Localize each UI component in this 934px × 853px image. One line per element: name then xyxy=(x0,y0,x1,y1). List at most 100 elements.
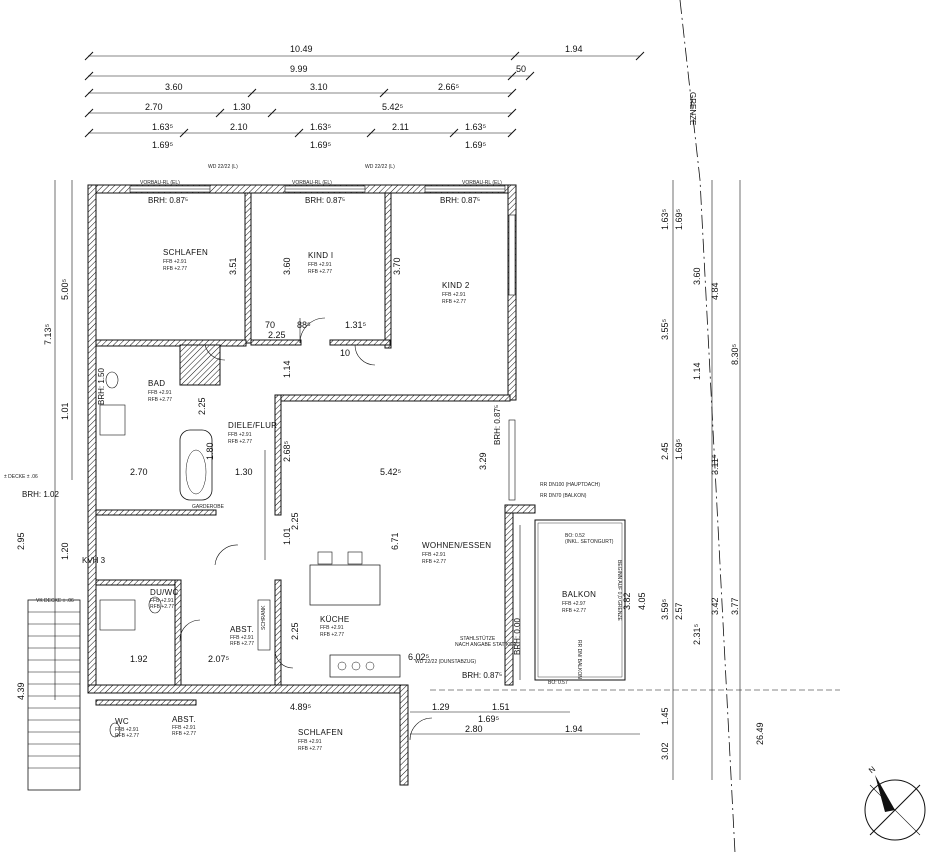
right-dim: 2.45 xyxy=(660,442,670,460)
bottom-dim: 2.80 xyxy=(465,724,483,734)
inner-dim: 1.14 xyxy=(282,360,292,378)
inner-dim: 3.51 xyxy=(228,257,238,275)
right-dim: 3.11⁵ xyxy=(710,454,720,475)
left-dim: 1.01 xyxy=(60,402,70,420)
dim-kind2-width: 2.66⁵ xyxy=(438,82,460,92)
dim-wall-50: 50 xyxy=(516,64,526,74)
rr-dn-label: RR DN100 (HAUPTDACH) xyxy=(540,482,600,488)
left-dim: 1.20 xyxy=(60,542,70,560)
room-ffb: FFB +2.91 xyxy=(230,635,254,641)
inner-dim: 1.31⁵ xyxy=(345,320,367,330)
inner-dim: 1.80 xyxy=(205,442,215,460)
inner-dim: 2.25 xyxy=(197,397,207,415)
room-name: WC xyxy=(115,717,129,726)
room-ffb: FFB +2.91 xyxy=(442,292,466,298)
bo-oben-label: BO: 0.52 xyxy=(565,533,585,539)
right-dim: 3.55⁵ xyxy=(660,318,670,340)
left-dim: 7.13⁵ xyxy=(43,323,53,345)
right-dim: 3.02 xyxy=(660,742,670,760)
inner-dim: 2.70 xyxy=(130,467,148,477)
inner-dim: 5.42⁵ xyxy=(380,467,402,477)
dim-win2: 1.63⁵ xyxy=(310,122,332,132)
stahlstuetze-sub: NACH ANGABE STATIKER xyxy=(455,642,517,648)
interior-walls xyxy=(95,192,511,706)
room-rfb: RFB +2.77 xyxy=(148,397,172,403)
left-dim: 2.95 xyxy=(16,532,26,550)
room-rfb: RFB +2.77 xyxy=(163,266,187,272)
room-ffb: FFB +2.91 xyxy=(115,727,139,733)
dim-schlafen-width: 3.60 xyxy=(165,82,183,92)
room-ffb: FFB +2.91 xyxy=(298,739,322,745)
room-ffb: FFB +2.91 xyxy=(148,390,172,396)
inner-dim: 2.25 xyxy=(290,512,300,530)
right-inner-dim: 3.60 xyxy=(692,267,702,285)
right-inner-dim: 3.82 xyxy=(622,592,632,610)
bottom-dimensions: 4.89⁵ 1.29 1.51 1.69⁵ 2.80 1.94 6.02⁵ xyxy=(290,652,640,735)
room-schlafen2: SCHLAFEN FFB +2.91 RFB +2.77 xyxy=(298,728,343,752)
balkon-area-label: (INKL. SETONGURT) xyxy=(565,539,614,545)
dim-win3-height: 1.69⁵ xyxy=(465,140,487,150)
room-name: ABST. xyxy=(172,715,196,724)
room-rfb: RFB +2.77 xyxy=(308,269,332,275)
brh-balkon: BRH: 0.00 xyxy=(513,618,522,655)
dim-total-width: 10.49 xyxy=(290,44,313,54)
bottom-dim: 1.51 xyxy=(492,702,510,712)
room-diele: DIELE/FLUR FFB +2.91 RFB +2.77 xyxy=(228,421,277,445)
dim-balkon-width: 1.94 xyxy=(565,44,583,54)
inner-dim: 2.07⁵ xyxy=(208,654,230,664)
right-dim: 1.63⁵ xyxy=(660,208,670,230)
dim-flur-width: 1.30 xyxy=(233,102,251,112)
inner-dim: 1.30 xyxy=(235,467,253,477)
kvh-label: KVH 3 xyxy=(82,556,106,565)
right-dim: 3.59⁵ xyxy=(660,598,670,620)
dim-win2-height: 1.69⁵ xyxy=(310,140,332,150)
right-dimensions: 1.63⁵ 1.69⁵ 3.55⁵ 8.30⁵ 4.84 1.69⁵ 2.45 … xyxy=(622,180,765,780)
balcony xyxy=(519,519,626,681)
right-inner-dim: 2.31⁵ xyxy=(692,623,702,645)
room-ffb: FFB +2.91 xyxy=(172,725,196,731)
vorbau-label-2: VORBAU-RL (EL) xyxy=(292,180,332,186)
room-rfb: RFB +2.77 xyxy=(172,731,196,737)
dim-kind1-width: 3.10 xyxy=(310,82,328,92)
dim-win3: 1.63⁵ xyxy=(465,122,487,132)
dim-pier1: 2.10 xyxy=(230,122,248,132)
inner-dim: 88⁵ xyxy=(297,320,311,330)
inner-dim: 2.68⁵ xyxy=(282,440,292,462)
brh-schlafen: BRH: 0.87⁵ xyxy=(148,196,188,205)
bottom-dim: 6.02⁵ xyxy=(408,652,430,662)
room-name: WOHNEN/ESSEN xyxy=(422,541,491,550)
room-rfb: RFB +2.77 xyxy=(298,746,322,752)
dim-wohnen-width: 5.42⁵ xyxy=(382,102,404,112)
vorbau-label-1: VORBAU-RL (EL) xyxy=(140,180,180,186)
room-balkon: BALKON FFB +2.97 RFB +2.77 xyxy=(562,590,596,614)
inner-dim: 3.29 xyxy=(478,452,488,470)
balkon-side-label: RR DN/ BALKON xyxy=(576,640,582,679)
brh-bottom: BRH: 0.87⁵ xyxy=(462,671,502,680)
room-wc2: WC FFB +2.91 RFB +2.77 xyxy=(115,717,139,739)
brh-wohnen: BRH: 0.87⁵ xyxy=(493,405,502,445)
inner-dim: 1.92 xyxy=(130,654,148,664)
schrank-label: SCHRANK xyxy=(261,605,267,630)
staircase xyxy=(27,599,81,791)
room-kind2: KIND 2 FFB +2.91 RFB +2.77 xyxy=(442,281,470,305)
wd-bottom-label: WD 22/22 (DUNSTABZUG) xyxy=(415,659,476,665)
room-ffb: FFB +2.91 xyxy=(228,432,252,438)
room-name: BAD xyxy=(148,379,165,388)
room-schlafen: SCHLAFEN FFB +2.91 RFB +2.77 xyxy=(163,248,208,272)
room-duwc: DU/WC FFB +2.91 RFB +2.77 xyxy=(150,588,179,610)
right-dim: 3.77 xyxy=(730,597,740,615)
annotations: BRH: 0.87⁵ BRH: 0.87⁵ BRH: 0.87⁵ BRH: 0.… xyxy=(4,164,622,686)
left-dimensions: 5.00⁵ 7.13⁵ 1.01 2.95 1.20 4.39 xyxy=(16,180,73,700)
north-arrow: N xyxy=(864,764,926,841)
room-rfb: RFB +2.77 xyxy=(230,641,254,647)
right-dim: 2.57 xyxy=(674,602,684,620)
room-name: DU/WC xyxy=(150,588,179,597)
dim-inner-width: 9.99 xyxy=(290,64,308,74)
top-dimension-lines: 10.49 1.94 9.99 50 3.60 3.10 2.66⁵ 2.70 … xyxy=(84,44,645,150)
room-rfb: RFB +2.77 xyxy=(150,604,174,610)
right-inner-dim: 1.14 xyxy=(692,362,702,380)
room-rfb: RFB +2.77 xyxy=(422,559,446,565)
room-ffb: FFB +2.91 xyxy=(308,262,332,268)
dim-pier2: 2.11 xyxy=(392,122,409,132)
